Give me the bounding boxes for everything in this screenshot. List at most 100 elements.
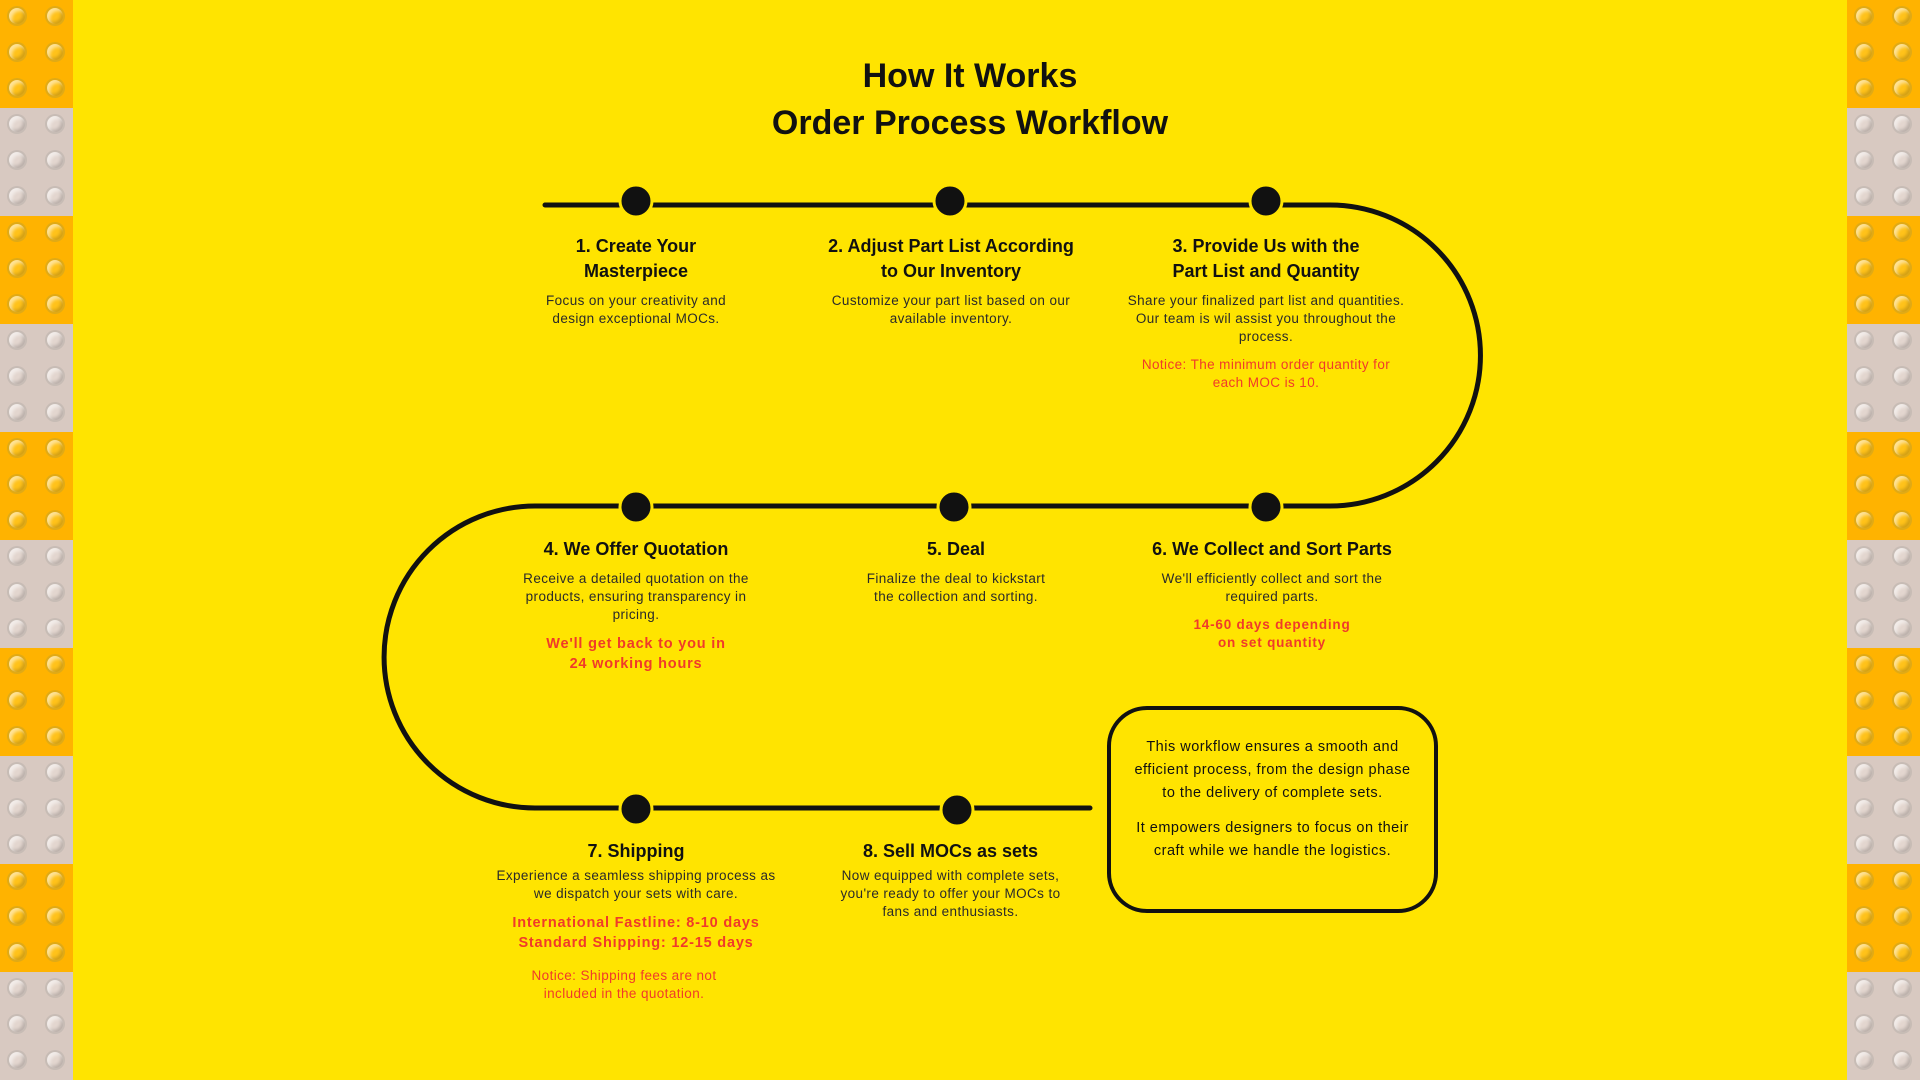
step-8-description: Now equipped with complete sets, you're … (840, 868, 1061, 919)
brick (0, 756, 73, 864)
right-brick-border (1847, 0, 1920, 1080)
step-6: 6. We Collect and Sort Parts We'll effic… (1136, 537, 1408, 652)
brick-stud (1892, 114, 1912, 134)
brick-stud (1854, 366, 1874, 386)
brick-stud (7, 618, 27, 638)
brick-stud (1892, 366, 1912, 386)
brick-stud (1892, 402, 1912, 422)
brick-stud (7, 978, 27, 998)
brick-stud (1854, 402, 1874, 422)
brick-stud (1854, 618, 1874, 638)
brick-stud (7, 474, 27, 494)
step-4-description: Receive a detailed quotation on the prod… (523, 571, 749, 622)
brick-stud (45, 294, 65, 314)
brick-stud (1854, 438, 1874, 458)
brick-stud (45, 186, 65, 206)
brick-stud (1854, 906, 1874, 926)
brick (0, 432, 73, 540)
brick (0, 972, 73, 1080)
brick-stud (1892, 978, 1912, 998)
brick-stud (7, 366, 27, 386)
step-2: 2. Adjust Part List According to Our Inv… (815, 234, 1087, 328)
brick-stud (45, 978, 65, 998)
brick-stud (1854, 330, 1874, 350)
brick-stud (1892, 906, 1912, 926)
brick-stud (1892, 510, 1912, 530)
step-5-description: Finalize the deal to kickstart the colle… (866, 571, 1046, 604)
brick-stud (1854, 654, 1874, 674)
brick-stud (7, 942, 27, 962)
brick-stud (7, 906, 27, 926)
brick-stud (7, 726, 27, 746)
summary-box: This workflow ensures a smooth and effic… (1107, 706, 1438, 913)
brick-stud (1854, 78, 1874, 98)
brick-stud (45, 870, 65, 890)
step-7-description: Experience a seamless shipping process a… (496, 868, 776, 901)
brick-stud (7, 78, 27, 98)
brick-stud (1854, 6, 1874, 26)
brick-stud (1892, 726, 1912, 746)
brick-stud (45, 762, 65, 782)
summary-paragraph-1: This workflow ensures a smooth and effic… (1134, 739, 1411, 801)
brick-stud (1854, 1014, 1874, 1034)
brick-stud (1892, 186, 1912, 206)
brick-stud (1854, 798, 1874, 818)
brick-stud (1854, 762, 1874, 782)
brick-stud (1892, 582, 1912, 602)
step-6-duration: 14-60 days depending on set quantity (1193, 617, 1351, 650)
step-marker-4 (618, 489, 654, 525)
brick (0, 648, 73, 756)
step-4: 4. We Offer Quotation Receive a detailed… (506, 537, 766, 674)
brick-stud (1892, 258, 1912, 278)
brick-stud (45, 474, 65, 494)
brick-stud (1892, 834, 1912, 854)
brick-stud (1854, 150, 1874, 170)
step-4-response-time: We'll get back to you in 24 working hour… (546, 636, 726, 672)
brick (1847, 432, 1920, 540)
step-2-description: Customize your part list based on our av… (831, 293, 1071, 326)
brick-stud (45, 402, 65, 422)
step-1-description: Focus on your creativity and design exce… (545, 293, 727, 326)
brick-stud (45, 1014, 65, 1034)
brick-stud (7, 582, 27, 602)
step-marker-8 (939, 792, 975, 828)
brick-stud (45, 330, 65, 350)
brick-stud (45, 582, 65, 602)
brick-stud (7, 258, 27, 278)
step-3-description: Share your finalized part list and quant… (1127, 293, 1405, 344)
brick-stud (7, 186, 27, 206)
summary-paragraph-2: It empowers designers to focus on their … (1136, 820, 1409, 859)
brick-stud (7, 798, 27, 818)
step-6-description: We'll efficiently collect and sort the r… (1161, 571, 1383, 604)
brick-stud (1854, 690, 1874, 710)
brick-stud (7, 114, 27, 134)
brick-stud (1854, 186, 1874, 206)
step-marker-6 (1248, 489, 1284, 525)
step-7-notice: Notice: Shipping fees are not included i… (531, 968, 717, 1001)
brick (0, 540, 73, 648)
brick-stud (1892, 294, 1912, 314)
page-subtitle: Order Process Workflow (771, 104, 1169, 142)
brick-stud (7, 438, 27, 458)
brick-stud (7, 654, 27, 674)
brick-stud (1854, 726, 1874, 746)
brick-stud (1854, 978, 1874, 998)
brick (1847, 540, 1920, 648)
brick-stud (1892, 438, 1912, 458)
step-1: 1. Create Your Masterpiece Focus on your… (526, 234, 746, 328)
brick-stud (45, 438, 65, 458)
brick-stud (7, 510, 27, 530)
brick-stud (7, 294, 27, 314)
brick-stud (1892, 762, 1912, 782)
brick-stud (7, 834, 27, 854)
step-marker-2 (932, 183, 968, 219)
step-2-title: 2. Adjust Part List According to Our Inv… (828, 236, 1074, 281)
brick (1847, 972, 1920, 1080)
brick-stud (7, 690, 27, 710)
brick-stud (1892, 942, 1912, 962)
step-6-title: 6. We Collect and Sort Parts (1152, 539, 1392, 559)
brick-stud (1892, 42, 1912, 62)
brick-stud (1892, 654, 1912, 674)
brick (1847, 216, 1920, 324)
step-3-title: 3. Provide Us with the Part List and Qua… (1172, 236, 1360, 281)
